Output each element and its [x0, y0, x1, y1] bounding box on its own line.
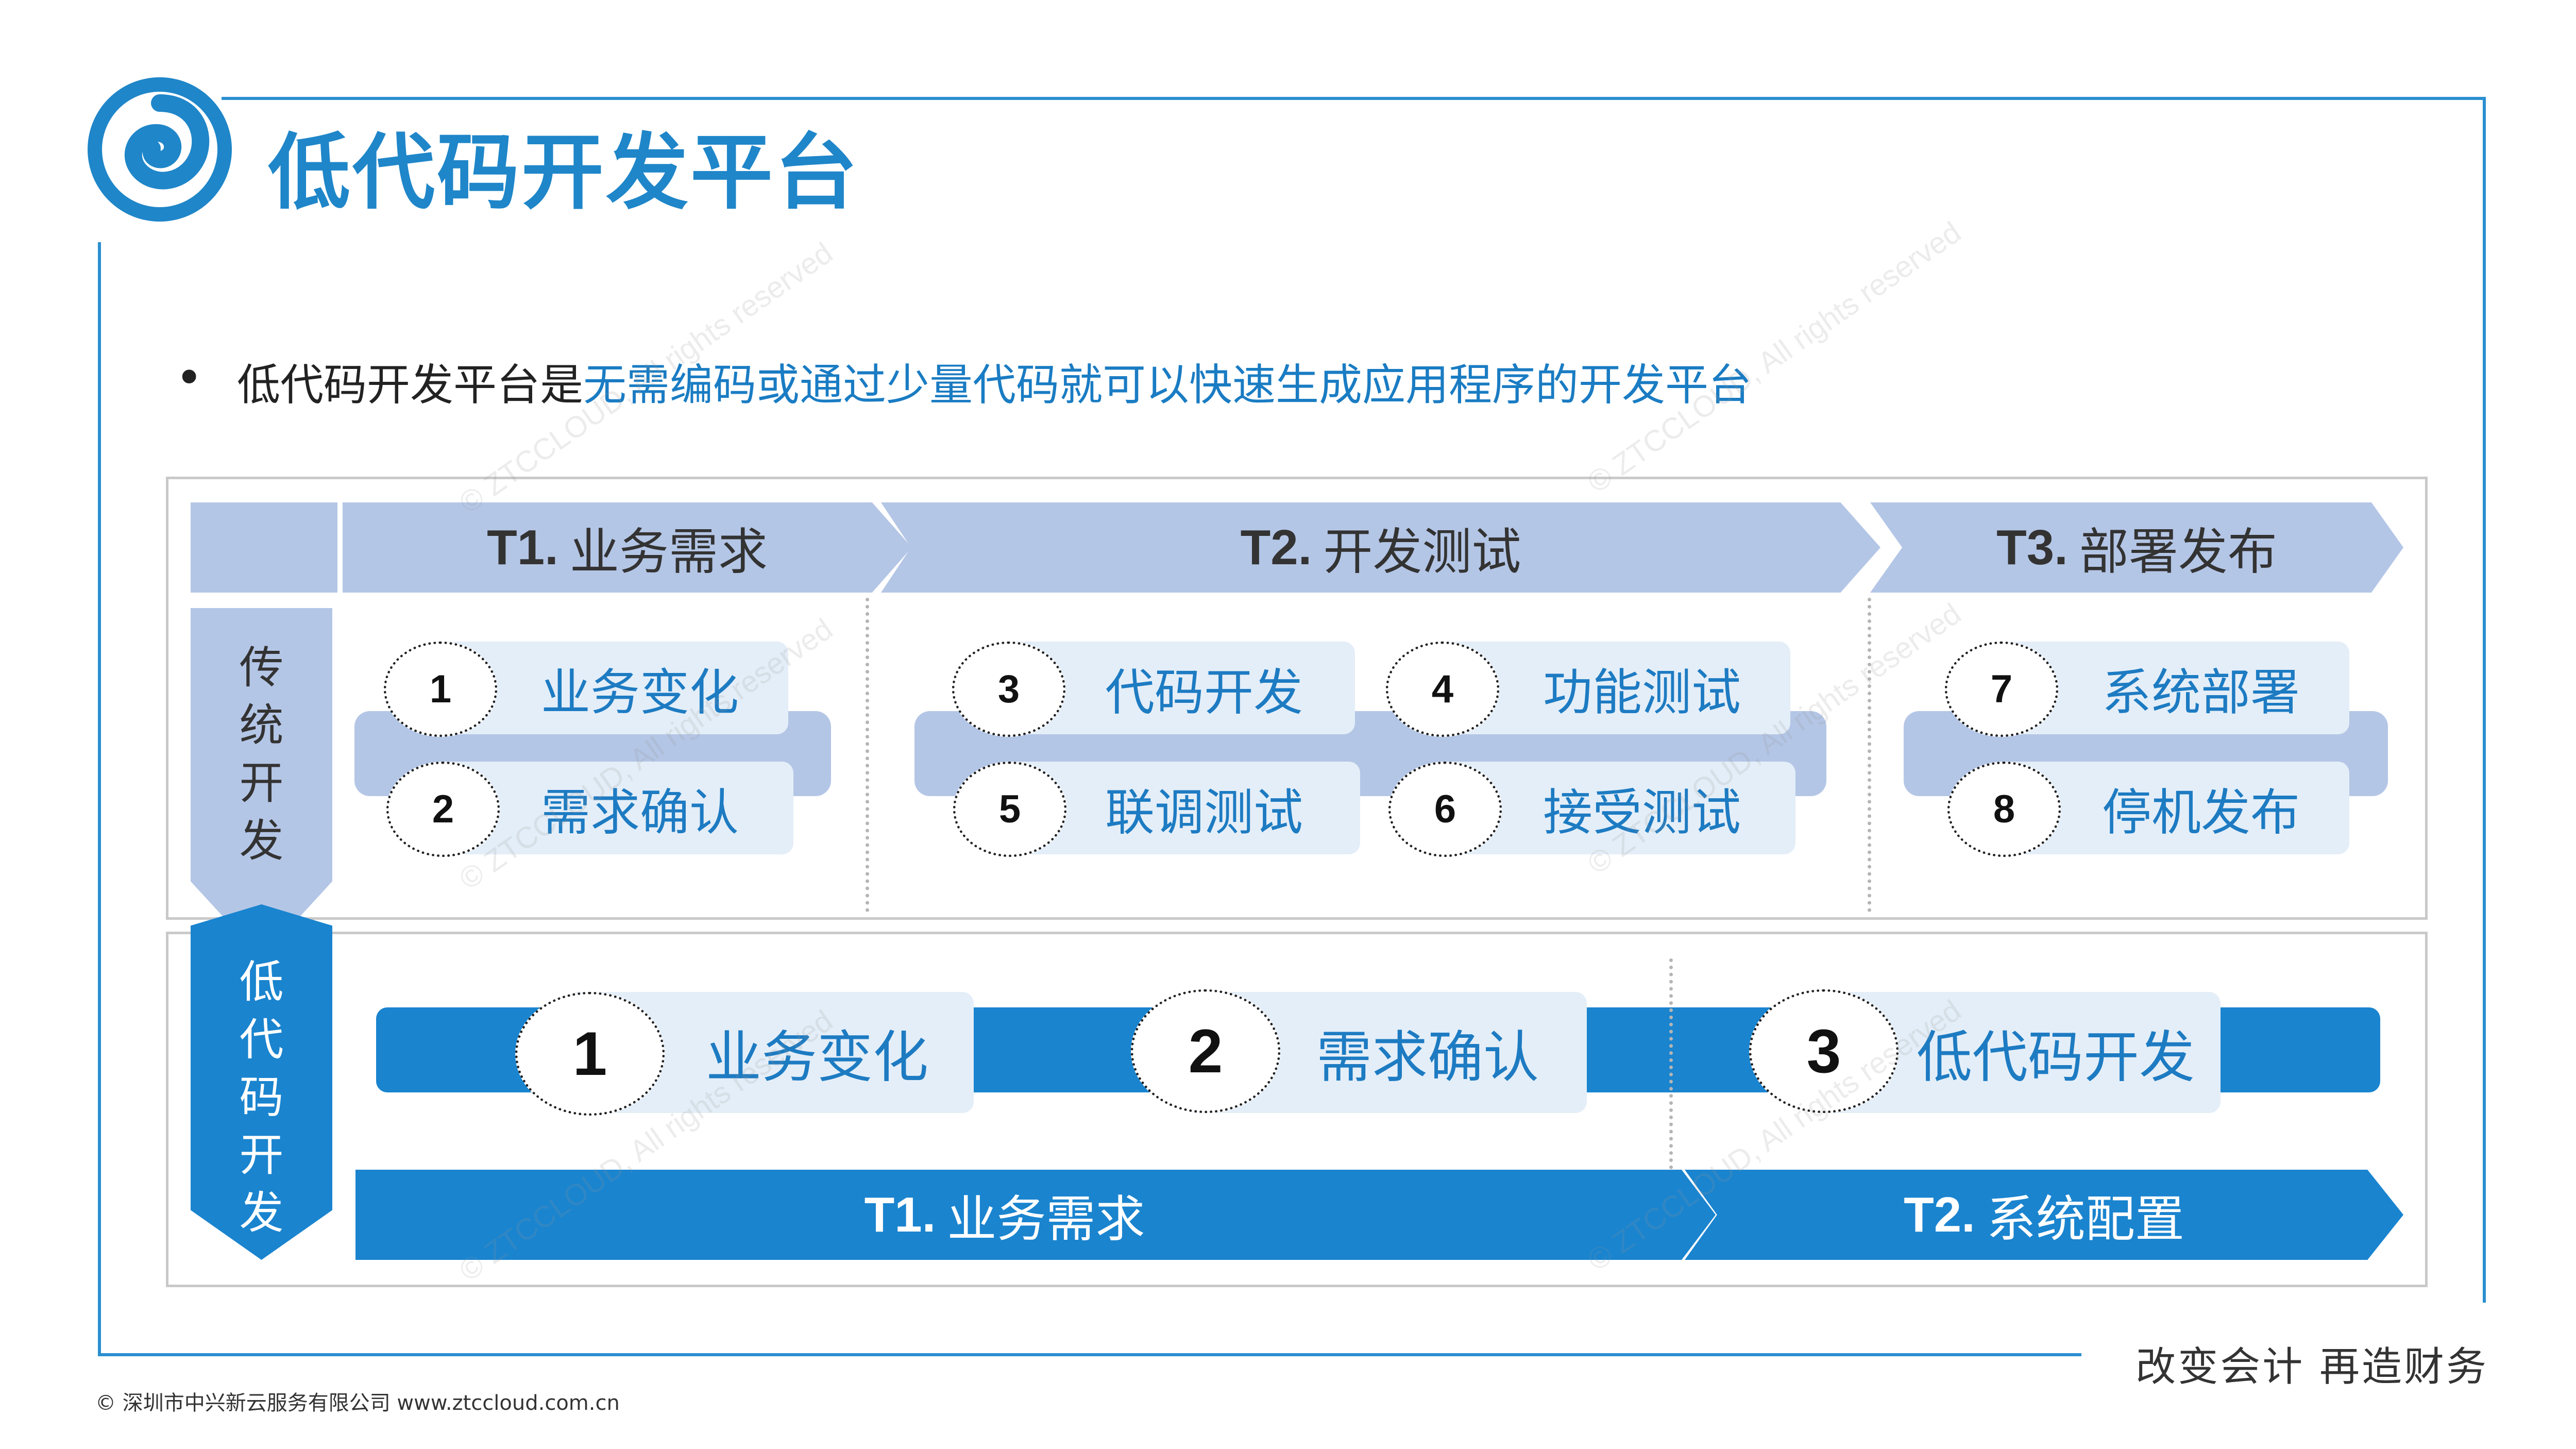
- step-label: 低代码开发: [1917, 1025, 2195, 1090]
- phase-label: 开发测试: [1323, 523, 1521, 581]
- step-label: 停机发布: [2102, 783, 2300, 841]
- frame-left-line: [98, 242, 101, 1355]
- separator-t1-t2: [866, 598, 869, 912]
- step-number-4: 4: [1386, 642, 1499, 737]
- traditional-phase-t2: T2.开发测试: [881, 502, 1880, 593]
- lowcode-row-label-band: [191, 904, 332, 1260]
- row-label-char: 传: [239, 642, 284, 694]
- traditional-phase-t1: T1.业务需求: [343, 502, 912, 593]
- bullet-dot: •: [175, 350, 204, 406]
- step-number-1: 1: [384, 642, 497, 737]
- row-label-char: 统: [239, 700, 284, 751]
- separator-t2-t3: [1868, 598, 1871, 912]
- step-pill-6: 接受测试: [1440, 762, 1795, 854]
- step-number-3: 3: [952, 642, 1065, 737]
- row-label-char: 开: [239, 1130, 284, 1181]
- intro-highlight: 无需编码或通过少量代码就可以快速生成应用程序的开发平台: [583, 360, 1752, 410]
- step-pill-5: 联调测试: [1005, 762, 1360, 854]
- step-label: 需求确认: [1316, 1025, 1539, 1090]
- phase-code: T2.: [1904, 1187, 1975, 1242]
- lowcode-step-number-2: 2: [1131, 989, 1280, 1113]
- phase-label: 业务需求: [569, 523, 768, 581]
- row-label-char: 发: [239, 1187, 284, 1239]
- phase-label: 系统配置: [1986, 1190, 2184, 1248]
- frame-top-line: [222, 97, 2486, 100]
- row-label-char: 码: [239, 1072, 284, 1123]
- traditional-corner-cell: [191, 502, 337, 593]
- step-label: 业务变化: [706, 1025, 929, 1090]
- traditional-row-label-band: [191, 608, 332, 958]
- phase-code: T2.: [1240, 519, 1312, 575]
- lowcode-phase-t2: T2.系统配置: [1685, 1170, 2403, 1260]
- intro-text: 低代码开发平台是无需编码或通过少量代码就可以快速生成应用程序的开发平台: [237, 350, 1752, 413]
- page-title: 低代码开发平台: [268, 124, 860, 221]
- lowcode-step-number-1: 1: [515, 992, 665, 1116]
- step-label: 系统部署: [2102, 663, 2300, 721]
- step-number-2: 2: [386, 762, 500, 857]
- row-label-char: 代: [239, 1014, 284, 1066]
- row-label-char: 发: [239, 815, 284, 867]
- row-label-char: 开: [239, 757, 284, 809]
- lowcode-row-label: 低 代 码 开 发: [206, 953, 317, 1242]
- step-number-8: 8: [1947, 762, 2061, 857]
- step-label: 功能测试: [1543, 663, 1741, 721]
- row-label-char: 低: [239, 956, 284, 1008]
- frame-right-line: [2483, 97, 2486, 1303]
- frame-bottom-line: [98, 1353, 2081, 1356]
- step-number-5: 5: [953, 762, 1066, 857]
- separator-lowcode: [1669, 958, 1673, 1226]
- phase-code: T3.: [1996, 519, 2068, 575]
- step-label: 业务变化: [541, 663, 739, 721]
- phase-code: T1.: [864, 1187, 936, 1242]
- traditional-row-label: 传 统 开 发: [206, 639, 317, 870]
- intro-prefix: 低代码开发平台是: [237, 360, 584, 410]
- lowcode-phase-t1: T1.业务需求: [355, 1170, 1716, 1260]
- step-label: 需求确认: [541, 783, 739, 841]
- traditional-phase-t3: T3.部署发布: [1870, 502, 2403, 593]
- step-label: 代码开发: [1105, 663, 1303, 721]
- step-pill-8: 停机发布: [1999, 762, 2349, 854]
- step-label: 联调测试: [1105, 783, 1303, 841]
- step-number-7: 7: [1945, 642, 2058, 737]
- phase-label: 业务需求: [947, 1190, 1145, 1248]
- footer-copyright: © 深圳市中兴新云服务有限公司 www.ztccloud.com.cn: [95, 1391, 620, 1415]
- lowcode-step-number-3: 3: [1749, 989, 1899, 1113]
- step-number-6: 6: [1388, 762, 1502, 857]
- cloud-logo-icon: [88, 77, 232, 222]
- phase-label: 部署发布: [2079, 523, 2277, 581]
- step-label: 接受测试: [1543, 783, 1741, 841]
- phase-code: T1.: [487, 519, 558, 575]
- footer-slogan: 改变会计 再造财务: [2136, 1344, 2488, 1390]
